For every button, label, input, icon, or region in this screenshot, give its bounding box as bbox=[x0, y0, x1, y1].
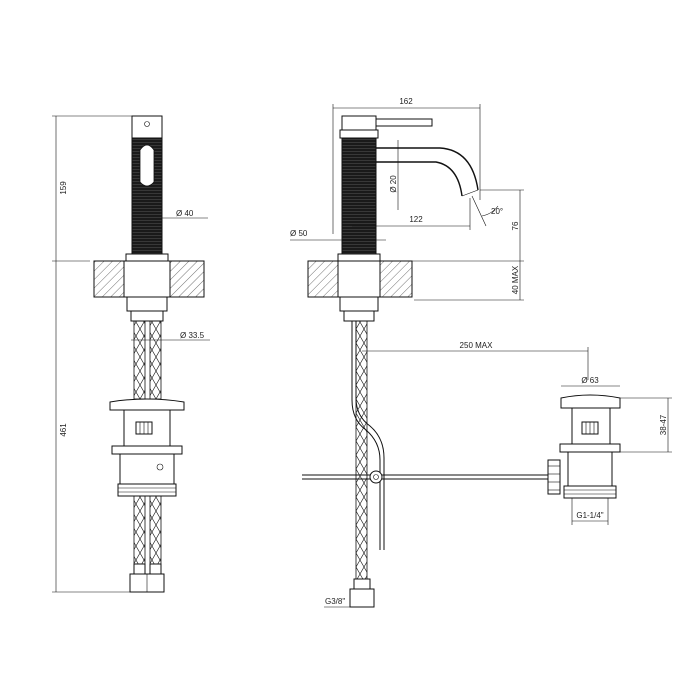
dim-side-dia-50: Ø 50 bbox=[290, 229, 308, 238]
side-view: 162 Ø 20 122 20° 76 40 MAX Ø 50 bbox=[290, 97, 589, 608]
dim-front-461: 461 bbox=[59, 423, 68, 437]
dim-side-122: 122 bbox=[409, 215, 423, 224]
dim-waste-38-47: 38-47 bbox=[659, 414, 668, 435]
dim-waste-g1-1-4: G1-1/4" bbox=[576, 511, 603, 520]
dim-front-dia-33-5: Ø 33.5 bbox=[180, 331, 205, 340]
front-view: 159 461 Ø 40 Ø 33.5 bbox=[52, 115, 210, 593]
dim-side-angle-20: 20° bbox=[491, 207, 503, 216]
dim-side-250-max: 250 MAX bbox=[460, 341, 494, 350]
dim-side-40-max: 40 MAX bbox=[511, 265, 520, 294]
dim-side-162: 162 bbox=[399, 97, 413, 106]
dim-front-dia-40: Ø 40 bbox=[176, 209, 194, 218]
dim-waste-dia-63: Ø 63 bbox=[581, 376, 599, 385]
waste-detail: Ø 63 38-47 G1-1/4" bbox=[547, 376, 672, 525]
dim-side-dia-20: Ø 20 bbox=[389, 175, 398, 193]
dim-front-159: 159 bbox=[59, 181, 68, 195]
dim-side-g3-8: G3/8" bbox=[325, 597, 345, 606]
dim-side-76: 76 bbox=[511, 221, 520, 230]
